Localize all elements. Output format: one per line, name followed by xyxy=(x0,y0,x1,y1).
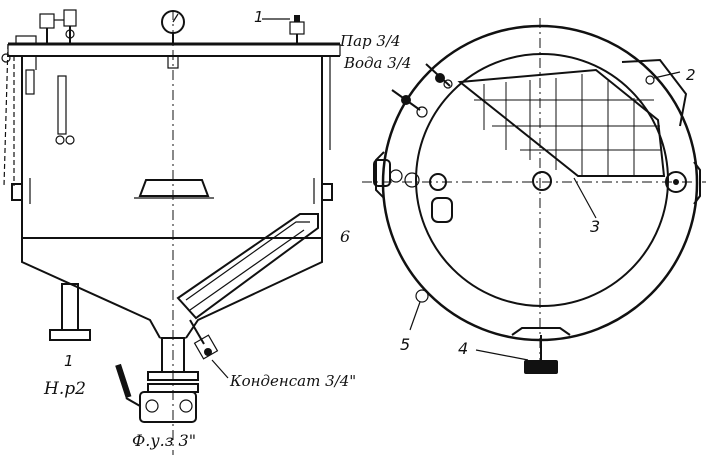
inner-opening xyxy=(415,53,669,307)
lug-left xyxy=(375,151,385,199)
external-level-gauge xyxy=(1,43,15,187)
callout-5: 5 xyxy=(400,335,410,354)
tank-body xyxy=(21,56,331,239)
center-hub xyxy=(532,171,552,191)
callout-1-top: 1 xyxy=(254,8,264,26)
outlet-label: Ф.у.з 3" xyxy=(132,431,196,450)
bottom-outlet xyxy=(115,337,199,423)
callout-5-leader xyxy=(409,301,421,331)
side-fittings xyxy=(373,159,453,223)
condensate-leader xyxy=(211,359,229,379)
tank-cone xyxy=(21,238,323,339)
grate xyxy=(457,68,666,177)
lug-right xyxy=(693,161,701,205)
callout-6: 6 xyxy=(340,227,350,246)
support-bracket-left xyxy=(11,178,31,204)
callout-2-leader xyxy=(653,71,681,79)
water-label: Вода 3/4 xyxy=(343,54,411,72)
hinge-pivot-icon xyxy=(665,171,687,193)
discharge-chute xyxy=(176,213,319,320)
steam-label: Пар 3/4 xyxy=(339,32,401,50)
water-inlet-icon xyxy=(391,89,428,118)
support-leg xyxy=(49,283,91,341)
side-view: 1 Пар 3/4 xyxy=(1,8,401,455)
steam-inlet-icon xyxy=(425,63,453,89)
callout-4-leader xyxy=(475,349,529,361)
condensate-label: Конденсат 3/4" xyxy=(229,372,356,390)
valve-cluster-icon xyxy=(15,9,77,45)
top-view: Вода 3/4 2 3 5 4 xyxy=(343,18,706,374)
support-bracket-right xyxy=(313,178,333,204)
callout-3: 3 xyxy=(590,217,600,236)
callout-3-leader xyxy=(573,177,597,219)
callout-4: 4 xyxy=(458,339,468,358)
callout-2: 2 xyxy=(686,66,696,84)
hinge-cutout xyxy=(621,58,688,127)
condensate-valve-icon xyxy=(189,319,219,360)
pressure-gauge-icon xyxy=(161,10,185,69)
inner-tray xyxy=(134,179,214,199)
fitting-5 xyxy=(415,289,429,303)
fitting-2 xyxy=(645,75,655,85)
leg-note-label: Н.р2 xyxy=(43,379,86,399)
callout-1-bottom: 1 xyxy=(64,352,74,370)
bottom-tab xyxy=(511,327,571,374)
safety-valve-icon xyxy=(289,15,305,44)
tank-lid xyxy=(7,42,341,57)
level-indicator-icon xyxy=(25,69,75,145)
